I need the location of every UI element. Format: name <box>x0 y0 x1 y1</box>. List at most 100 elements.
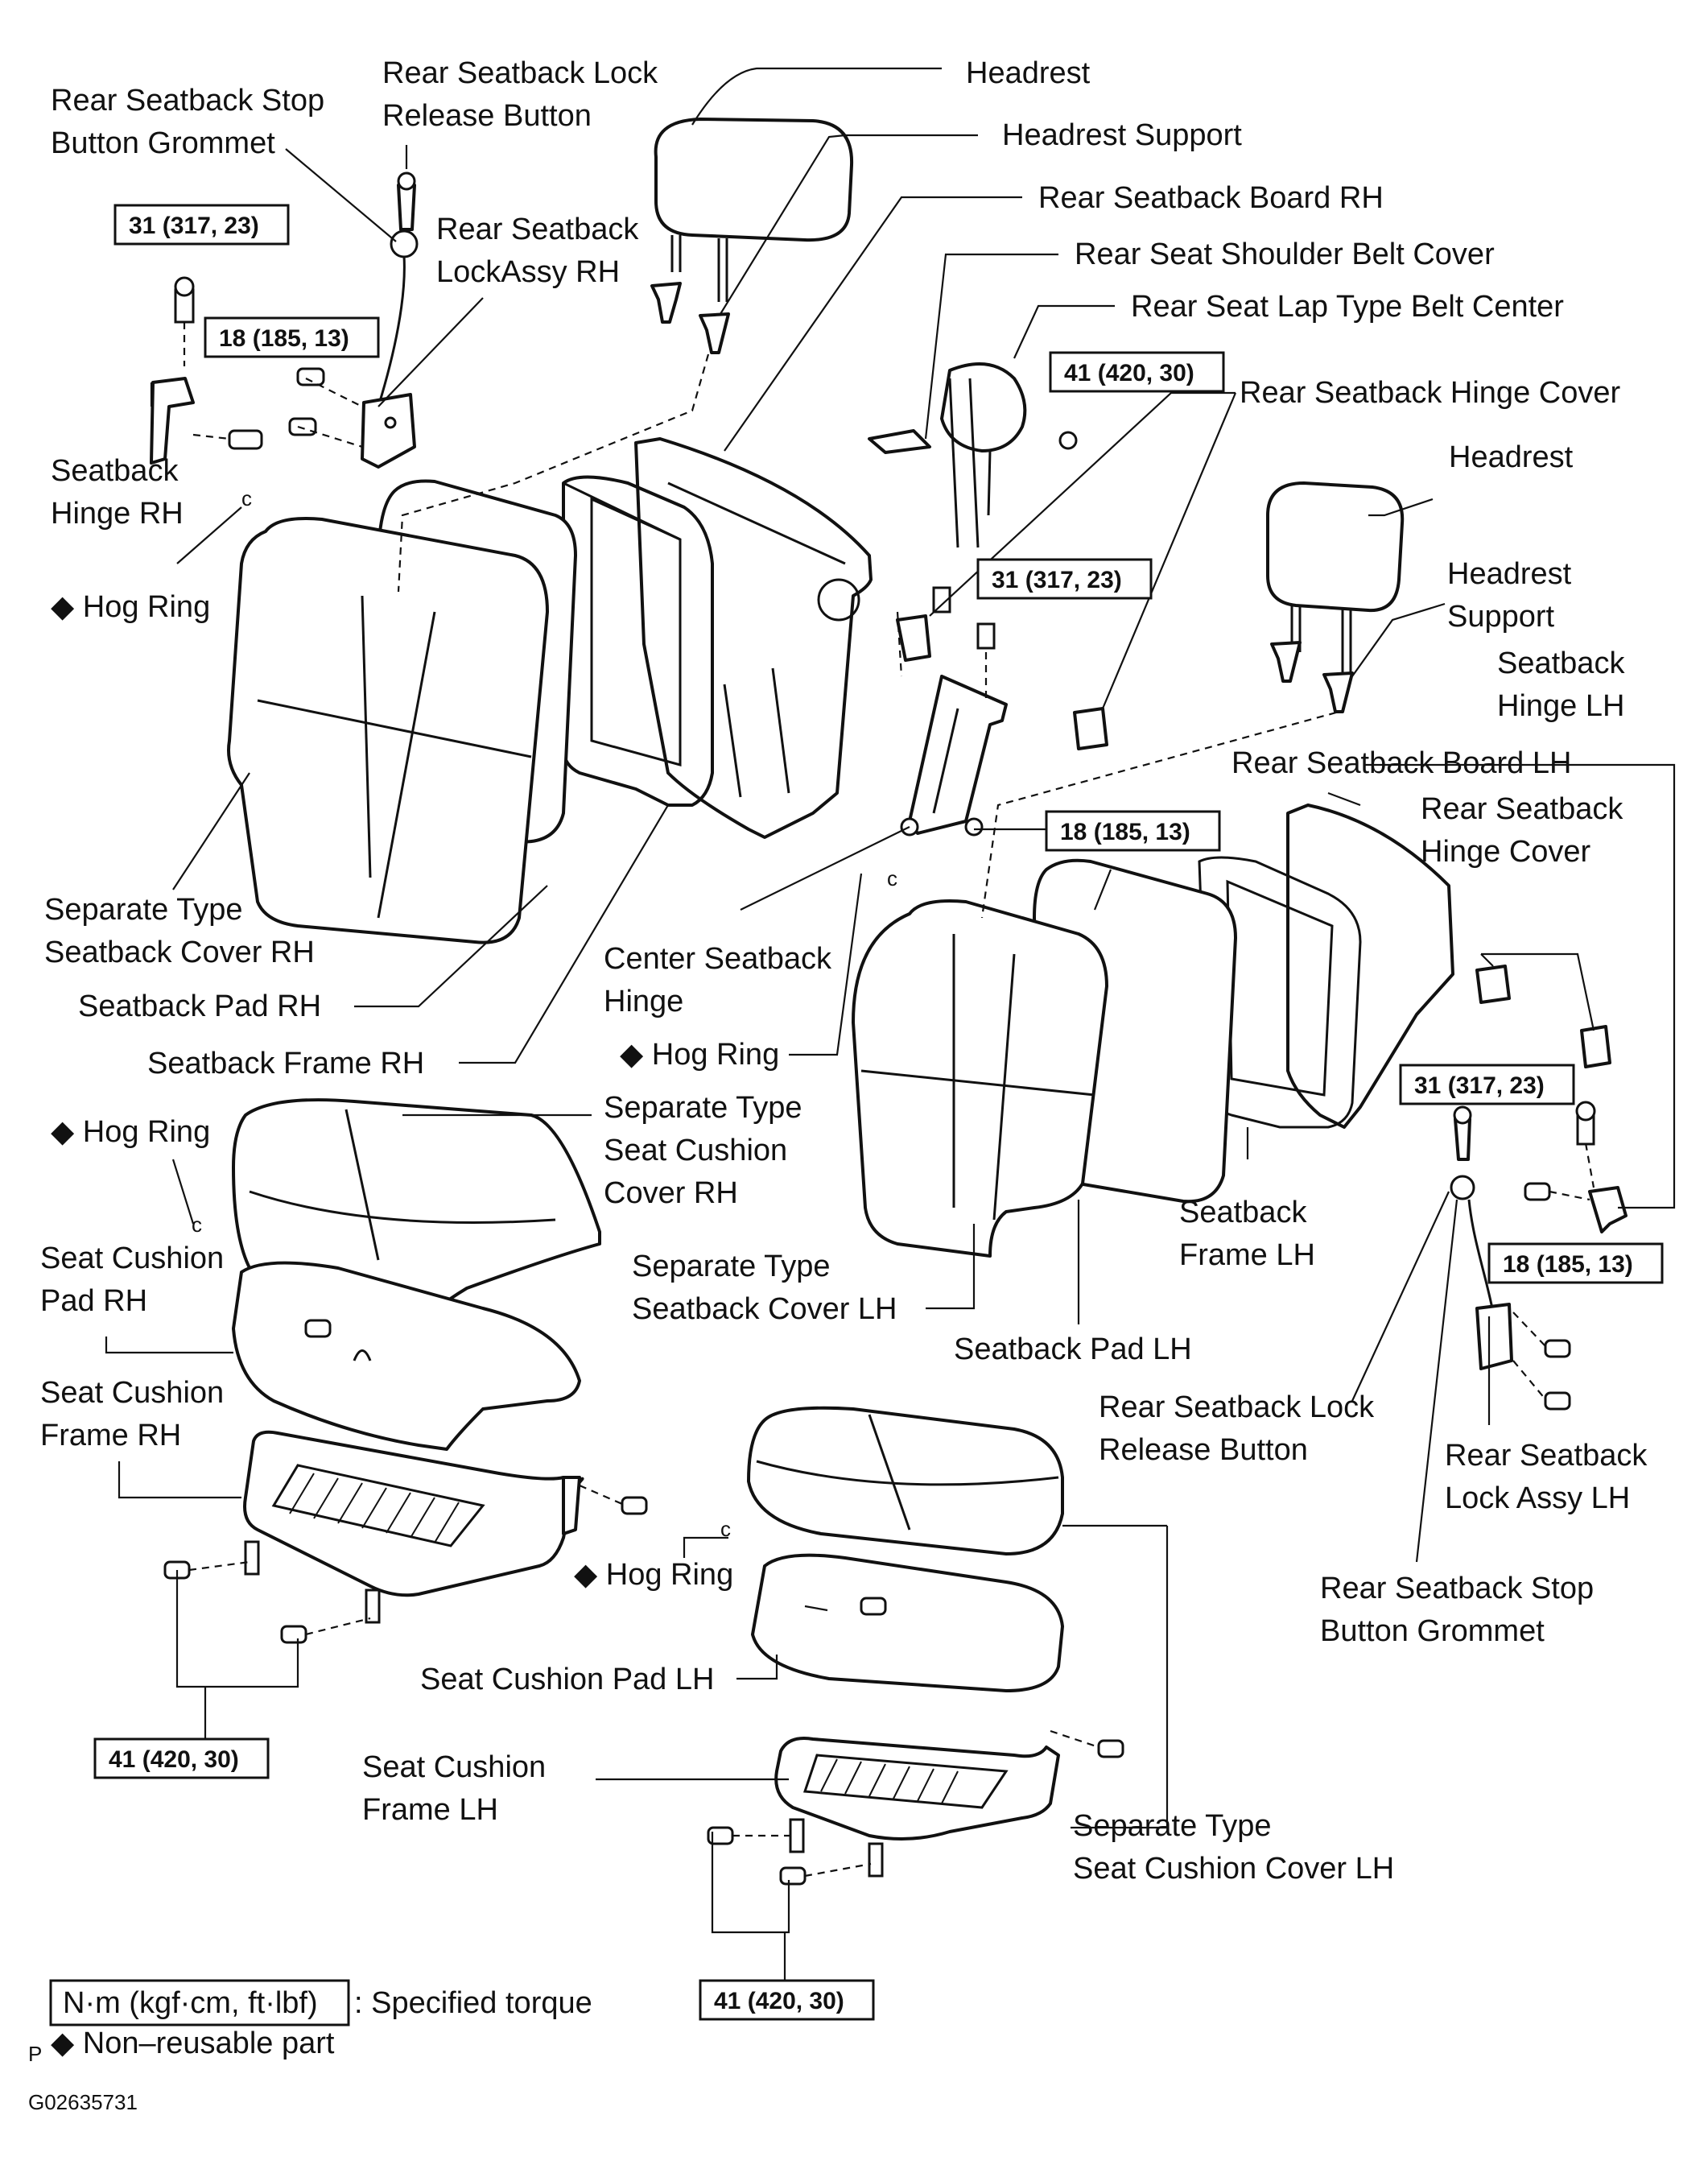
label-rear-seatback-board-rh: Rear Seatback Board RH <box>1038 181 1384 215</box>
svg-text:41 (420, 30): 41 (420, 30) <box>109 1746 239 1773</box>
separate-type-seat-cushion-cover-lh-part <box>747 1406 1064 1555</box>
torque-spec-4: 31 (317, 23) <box>976 558 1153 600</box>
seat-cushion-frame-rh-part <box>163 1430 648 1644</box>
rear-seatback-board-rh-part <box>634 437 873 839</box>
label-separate-type-seatback-cover-lh: Separate Type Seatback Cover LH <box>632 1250 897 1326</box>
svg-text:Cover RH: Cover RH <box>604 1176 738 1210</box>
legend-p-mark: P <box>28 2042 42 2066</box>
headrest-support-lh-part <box>1270 641 1354 713</box>
legend: N·m (kgf·cm, ft·lbf) : Specified torque … <box>28 1979 592 2066</box>
svg-text:Frame LH: Frame LH <box>362 1793 498 1827</box>
svg-text:Separate Type: Separate Type <box>44 893 242 927</box>
seat-cushion-frame-lh-part <box>707 1737 1124 1886</box>
svg-text:Button Grommet: Button Grommet <box>51 126 275 160</box>
label-seat-cushion-frame-lh: Seat Cushion Frame LH <box>362 1750 546 1827</box>
label-hog-ring-1: ◆ Hog Ring <box>51 590 210 624</box>
svg-text:31 (317, 23): 31 (317, 23) <box>129 213 259 239</box>
legend-non-reusable: ◆ Non–reusable part <box>51 2026 335 2060</box>
label-rear-seatback-stop-button-grommet-lh: Rear Seatback Stop Button Grommet <box>1320 1572 1594 1648</box>
label-rear-seatback-hinge-cover: Rear Seatback Hinge Cover <box>1240 376 1620 410</box>
alignment-lines <box>183 322 1595 1878</box>
seat-cushion-pad-lh-part <box>751 1553 1064 1692</box>
svg-text:Center Seatback: Center Seatback <box>604 942 832 976</box>
svg-text:Pad RH: Pad RH <box>40 1284 147 1318</box>
label-separate-type-seat-cushion-cover-lh: Separate Type Seat Cushion Cover LH <box>1073 1809 1394 1886</box>
seat-cushion-pad-rh-part <box>232 1261 581 1451</box>
label-center-seatback-hinge: Center Seatback Hinge <box>604 942 832 1018</box>
svg-text:Seat Cushion: Seat Cushion <box>40 1376 224 1410</box>
svg-text:Frame RH: Frame RH <box>40 1419 181 1452</box>
torque-spec-3: 41 (420, 30) <box>1049 351 1225 393</box>
label-headrest-lh: Headrest <box>1449 440 1574 474</box>
legend-torque-units-box <box>49 1979 350 2026</box>
label-separate-type-seat-cushion-cover-rh: Separate Type Seat Cushion Cover RH <box>604 1091 802 1210</box>
svg-text:Seat Cushion Cover LH: Seat Cushion Cover LH <box>1073 1852 1394 1886</box>
label-seatback-frame-lh: Seatback Frame LH <box>1179 1196 1315 1272</box>
label-separate-type-seatback-cover-rh: Separate Type Seatback Cover RH <box>44 893 315 969</box>
figure-id: G02635731 <box>28 2090 138 2114</box>
label-hog-ring-2: ◆ Hog Ring <box>620 1038 779 1072</box>
label-seatback-pad-lh: Seatback Pad LH <box>954 1332 1192 1366</box>
svg-text:Seatback Cover LH: Seatback Cover LH <box>632 1292 897 1326</box>
svg-text:Separate Type: Separate Type <box>604 1091 802 1125</box>
label-seat-cushion-frame-rh: Seat Cushion Frame RH <box>40 1376 224 1452</box>
svg-text:Lock Assy LH: Lock Assy LH <box>1445 1481 1630 1515</box>
svg-text:Rear Seatback Stop: Rear Seatback Stop <box>51 84 324 118</box>
rear-seatback-lock-assy-rh-part <box>361 171 419 469</box>
torque-spec-7: 18 (185, 13) <box>1487 1242 1664 1284</box>
svg-text:Hinge LH: Hinge LH <box>1497 689 1624 723</box>
svg-text:Seatback Cover RH: Seatback Cover RH <box>44 936 315 969</box>
hog-ring-glyph-4: c <box>720 1517 731 1541</box>
label-rear-seat-shoulder-belt-cover: Rear Seat Shoulder Belt Cover <box>1075 238 1495 271</box>
svg-text:Rear Seatback: Rear Seatback <box>436 213 639 246</box>
separate-type-seatback-cover-rh-part <box>227 517 549 944</box>
svg-text:41 (420, 30): 41 (420, 30) <box>1064 360 1194 386</box>
seatback-hinge-lh-part <box>1524 1101 1628 1233</box>
legend-torque-units: N·m (kgf·cm, ft·lbf) <box>63 1986 318 2020</box>
center-seatback-hinge-part <box>896 586 1008 837</box>
label-rear-seatback-lock-release-button-lh: Rear Seatback Lock Release Button <box>1099 1390 1375 1467</box>
svg-text:Seatback: Seatback <box>1497 647 1625 680</box>
headrest-rh-part <box>654 118 854 302</box>
torque-spec-9: 41 (420, 30) <box>699 1979 875 2021</box>
torque-spec-1: 31 (317, 23) <box>113 204 290 246</box>
label-seat-cushion-pad-rh: Seat Cushion Pad RH <box>40 1241 224 1318</box>
svg-text:Release Button: Release Button <box>1099 1433 1308 1467</box>
label-rear-seat-lap-type-belt-center: Rear Seat Lap Type Belt Center <box>1131 290 1564 324</box>
svg-text:Rear Seatback: Rear Seatback <box>1445 1439 1648 1473</box>
headrest-support-rh-part <box>650 282 730 354</box>
svg-text:Seat Cushion: Seat Cushion <box>362 1750 546 1784</box>
torque-spec-8: 41 (420, 30) <box>93 1737 270 1779</box>
label-seat-cushion-pad-lh: Seat Cushion Pad LH <box>420 1663 714 1696</box>
svg-text:Rear Seatback Lock: Rear Seatback Lock <box>1099 1390 1375 1424</box>
label-rear-seatback-stop-button-grommet-rh: Rear Seatback Stop Button Grommet <box>51 84 324 160</box>
svg-text:Seat Cushion: Seat Cushion <box>604 1134 787 1167</box>
svg-text:Seatback: Seatback <box>51 454 179 488</box>
svg-text:41 (420, 30): 41 (420, 30) <box>714 1988 844 2014</box>
rear-seatback-lock-assy-lh-part <box>1450 1105 1571 1411</box>
svg-text:Frame LH: Frame LH <box>1179 1238 1315 1272</box>
label-hog-ring-3: ◆ Hog Ring <box>51 1115 210 1149</box>
svg-text:Separate Type: Separate Type <box>632 1250 830 1283</box>
svg-text:Hinge RH: Hinge RH <box>51 497 184 531</box>
label-rear-seatback-lock-release-button-rh: Rear Seatback Lock Release Button <box>382 56 658 133</box>
svg-text:31 (317, 23): 31 (317, 23) <box>992 567 1122 593</box>
label-rear-seatback-lock-assy-rh: Rear Seatback LockAssy RH <box>436 213 639 289</box>
leader-lines <box>105 67 1676 1981</box>
svg-text:Seatback: Seatback <box>1179 1196 1307 1229</box>
hog-ring-glyph-3: c <box>192 1213 202 1237</box>
svg-text:18 (185, 13): 18 (185, 13) <box>219 325 349 352</box>
svg-text:Hinge: Hinge <box>604 985 683 1018</box>
seatback-frame-rh-part <box>562 475 714 807</box>
svg-text:Hinge Cover: Hinge Cover <box>1421 835 1591 869</box>
torque-spec-5: 18 (185, 13) <box>1045 810 1221 852</box>
separate-type-seatback-cover-lh-part <box>852 899 1108 1258</box>
svg-text:Seat Cushion: Seat Cushion <box>40 1241 224 1275</box>
svg-text:Rear Seatback Lock: Rear Seatback Lock <box>382 56 658 90</box>
rear-seatback-hinge-cover-parts <box>1073 707 1611 1068</box>
label-headrest-support-rh: Headrest Support <box>1002 118 1242 152</box>
label-rear-seatback-board-lh: Rear Seatback Board LH <box>1231 746 1571 780</box>
torque-spec-6: 31 (317, 23) <box>1399 1064 1575 1105</box>
label-seatback-frame-rh: Seatback Frame RH <box>147 1047 424 1080</box>
